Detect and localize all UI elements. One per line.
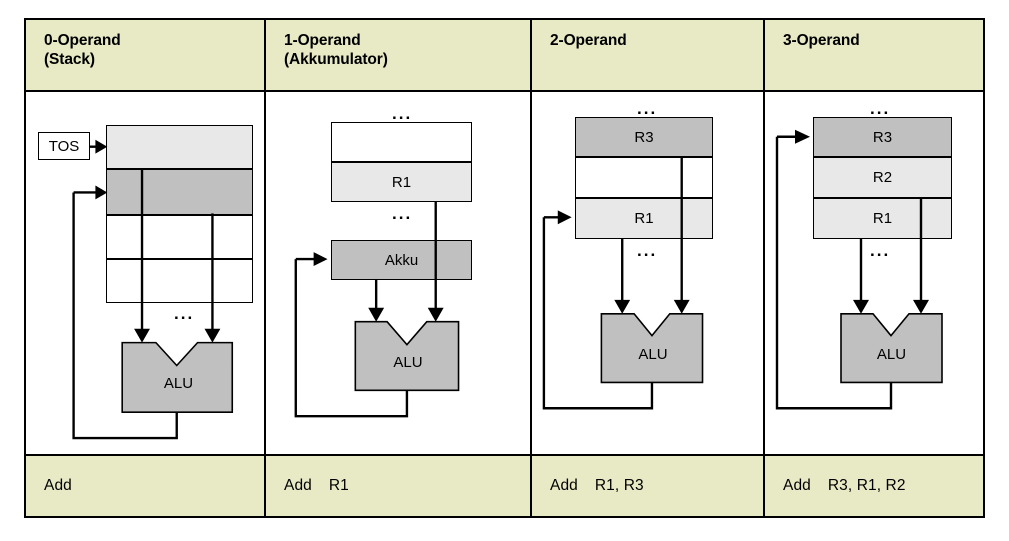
alu-label-two-operand: ALU [638,346,668,363]
stack-ellipsis: ... [174,304,195,323]
instruction-mnemonic-one-operand: Add [284,477,312,494]
operand-format-table: 0-Operand (Stack) 1-Operand (Akkumulator… [24,18,985,518]
header-subtitle-zero-operand: (Stack) [44,51,95,68]
register-cell-r1: R1 [331,162,472,202]
instruction-operands-one-operand: R1 [328,477,349,494]
header-cell-three-operand: 3-Operand [765,20,983,90]
instruction-cell-one-operand: Add R1 [266,456,532,516]
instruction-mnemonic-zero-operand: Add [44,477,72,494]
two-operand-machine-diagram: ... R3 R1 ... [532,92,763,454]
register-cell-r3-two-operand: R3 [575,117,713,157]
register-cell-empty-two-operand [575,157,713,198]
accumulator-machine-diagram: ... R1 ... Akku [266,92,530,454]
register-cell-r3-three-operand: R3 [813,117,952,157]
header-title-two-operand: 2-Operand [550,32,627,49]
table-header-row: 0-Operand (Stack) 1-Operand (Akkumulator… [26,20,983,92]
instruction-cell-two-operand: Add R1, R3 [532,456,765,516]
header-cell-one-operand: 1-Operand (Akkumulator) [266,20,532,90]
accumulator-box: Akku [331,240,472,280]
instruction-operands-two-operand: R1, R3 [594,477,644,494]
instruction-operands-three-operand: R3, R1, R2 [827,477,906,494]
header-title-zero-operand: 0-Operand [44,32,121,49]
stack-cell-3 [106,259,253,303]
three-operand-machine-diagram: ... R3 R2 R1 ... [765,92,983,454]
alu-label-one-operand: ALU [393,354,423,371]
register-cell-r1-two-operand: R1 [575,198,713,239]
stack-cell-1 [106,169,253,215]
instruction-mnemonic-three-operand: Add [783,477,811,494]
stack-cell-0 [106,125,253,169]
header-cell-two-operand: 2-Operand [532,20,765,90]
diagram-cell-three-operand: ... R3 R2 R1 ... [765,92,983,454]
register-top-ellipsis-three-operand: ... [870,99,891,118]
header-cell-zero-operand: 0-Operand (Stack) [26,20,266,90]
table-body-row: TOS ... [26,92,983,454]
register-top-ellipsis-two-operand: ... [637,99,658,118]
register-cell-empty-one-operand [331,122,472,162]
register-top-ellipsis-one-operand: ... [392,104,413,123]
instruction-cell-zero-operand: Add [26,456,266,516]
tos-pointer-label: TOS [38,132,90,160]
register-mid-ellipsis-one-operand: ... [392,204,413,223]
instruction-cell-three-operand: Add R3, R1, R2 [765,456,983,516]
stack-machine-diagram: TOS ... [26,92,264,454]
diagram-cell-zero-operand: TOS ... [26,92,266,454]
stack-cell-2 [106,215,253,259]
header-subtitle-one-operand: (Akkumulator) [284,51,388,68]
alu-label-three-operand: ALU [876,346,907,363]
diagram-cell-one-operand: ... R1 ... Akku [266,92,532,454]
alu-label-zero-operand: ALU [163,375,194,392]
register-cell-r2-three-operand: R2 [813,157,952,198]
register-mid-ellipsis-two-operand: ... [637,241,658,260]
instruction-mnemonic-two-operand: Add [550,477,578,494]
register-mid-ellipsis-three-operand: ... [870,241,891,260]
header-title-three-operand: 3-Operand [783,32,860,49]
table-footer-row: Add Add R1 Add R1, R3 Add R3, R1, R2 [26,454,983,516]
diagram-cell-two-operand: ... R3 R1 ... [532,92,765,454]
register-cell-r1-three-operand: R1 [813,198,952,239]
header-title-one-operand: 1-Operand [284,32,361,49]
